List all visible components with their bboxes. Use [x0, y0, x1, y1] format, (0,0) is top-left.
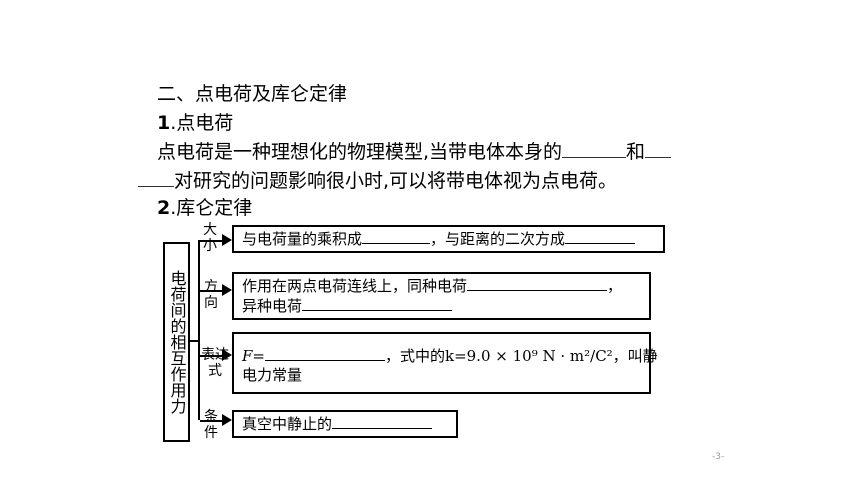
para1-and: 和 [626, 141, 646, 163]
blank-5 [467, 276, 608, 291]
branch1-label: 大小 [203, 222, 217, 254]
paragraph-line-1: 点电荷是一种理想化的物理模型,当带电体本身的 和 [157, 139, 672, 164]
branch4-box: 真空中静止的 [232, 410, 458, 438]
blank-1 [562, 139, 627, 158]
blank-3 [362, 229, 431, 244]
branch4-line [200, 420, 222, 422]
item2-title-text: .库仑定律 [170, 197, 253, 219]
blank-7 [264, 346, 385, 361]
branch3-f-label: F= [242, 347, 265, 365]
blank-6 [302, 296, 453, 311]
main-concept-box: 电荷间的相互作用力 [163, 242, 190, 442]
branch3-box: F= ，式中的k=9.0 × 10⁹ N · m²/C²，叫静 电力常量 [232, 332, 658, 394]
para1-text-2: 对研究的问题影响很小时,可以将带电体视为点电荷。 [174, 170, 618, 192]
branch4-text: 真空中静止的 [242, 415, 333, 433]
branch2-line1: 作用在两点电荷连线上，同种电荷 [242, 277, 468, 295]
branch3-arrow-icon [222, 349, 232, 361]
branch3-line2: 电力常量 [242, 366, 303, 384]
branch2-line2: 异种电荷 [242, 297, 303, 315]
connector-main [190, 340, 198, 342]
blank-2b [138, 168, 174, 187]
branch1-text-a: 与电荷量的乘积成 [242, 230, 363, 248]
branch3-formula: ，式中的k=9.0 × 10⁹ N · m²/C²，叫静 [384, 347, 658, 365]
blank-2a [645, 139, 672, 158]
branch2-box: 作用在两点电荷连线上，同种电荷 ， 异种电荷 [232, 272, 651, 320]
page-number: -3- [712, 452, 725, 462]
branch2-label: 方向 [204, 279, 218, 311]
coulomb-law-diagram: 电荷间的相互作用力 大小 与电荷量的乘积成 ，与距离的二次方成 方向 作用在两点电… [163, 222, 673, 444]
para1-text-1: 点电荷是一种理想化的物理模型,当带电体本身的 [157, 141, 563, 163]
item1-title: 1.点电荷 [157, 111, 233, 135]
branch1-box: 与电荷量的乘积成 ，与距离的二次方成 [232, 225, 665, 253]
branch1-text-b: ，与距离的二次方成 [430, 230, 566, 248]
connector-vertical [198, 240, 200, 420]
item1-title-text: .点电荷 [170, 112, 234, 134]
branch1-line [200, 240, 222, 242]
branch4-label: 条件 [204, 409, 218, 441]
main-concept-label: 电荷间的相互作用力 [167, 270, 187, 414]
branch2-arrow-icon [222, 284, 232, 296]
branch1-arrow-icon [222, 234, 232, 246]
paragraph-line-2: 对研究的问题影响很小时,可以将带电体视为点电荷。 [138, 168, 617, 193]
blank-4 [565, 229, 636, 244]
branch2-line [200, 290, 222, 292]
branch3-line [200, 355, 222, 357]
item2-title: 2.库仑定律 [157, 196, 252, 220]
item2-number: 2 [157, 197, 171, 219]
branch2-line1-end: ， [607, 277, 623, 295]
branch4-arrow-icon [222, 414, 232, 426]
item1-number: 1 [157, 112, 171, 134]
blank-8 [332, 414, 433, 429]
section-heading: 二、点电荷及库仑定律 [157, 83, 348, 105]
